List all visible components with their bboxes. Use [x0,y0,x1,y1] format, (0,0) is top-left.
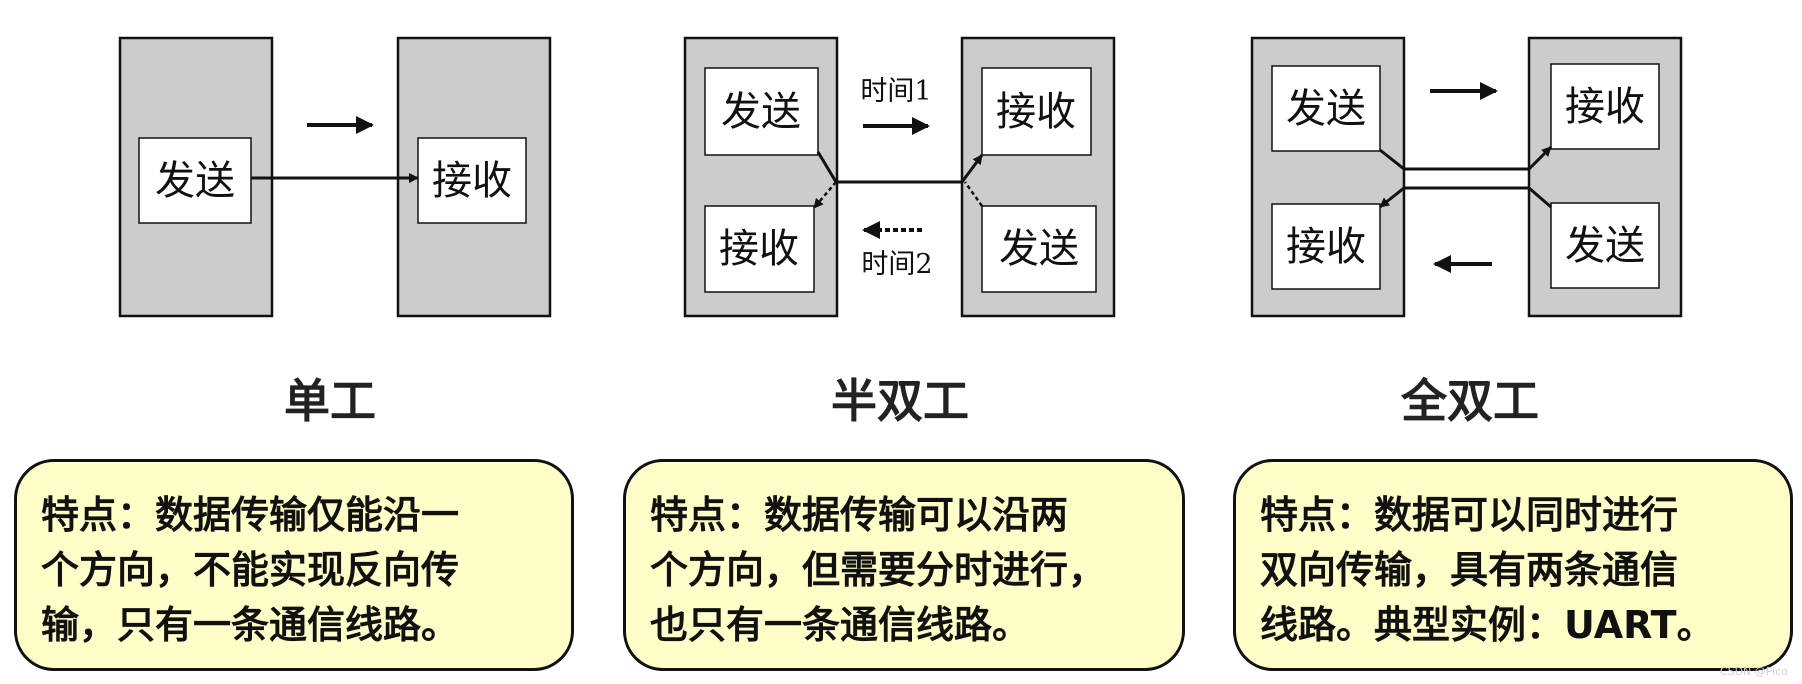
simplex-desc-line-1: 特点：数据传输仅能沿一 [41,493,460,537]
time1-label: 时间1 [860,76,931,107]
full-duplex-left-receive-label: 接收 [1286,224,1366,270]
full-duplex-left-send-label: 发送 [1286,86,1366,132]
half-duplex-diagram: 发送 接收 接收 发送 时间1 时间2 [683,36,1116,318]
full-duplex-right-receive-box [1550,63,1660,150]
simplex-receive-label: 接收 [432,158,512,204]
simplex-diagram: 发送 接收 [118,36,552,318]
half-duplex-right-receive-box [981,67,1092,156]
half-duplex-desc-line-1: 特点：数据传输可以沿两 [650,493,1069,537]
full-duplex-title: 全双工 [1400,374,1539,428]
half-duplex-left-send-box [704,67,819,156]
half-duplex-title: 半双工 [831,374,969,428]
simplex-receive-box [417,137,527,224]
full-duplex-left-send-box [1271,65,1381,152]
full-duplex-return-line [1379,186,1552,209]
full-duplex-right-send-label: 发送 [1565,223,1645,269]
simplex-desc-line-3: 输，只有一条通信线路。 [41,603,460,647]
simplex-send-label: 发送 [155,158,235,204]
half-duplex-left-send-label: 发送 [721,89,801,135]
simplex-send-box [138,137,252,224]
half-duplex-desc-line-2: 个方向，但需要分时进行， [650,548,1107,592]
half-duplex-left-receive-box [704,205,815,293]
full-duplex-desc-line-3: 线路。典型实例：UART。 [1260,603,1715,647]
half-duplex-desc-line-3: 也只有一条通信线路。 [650,603,1031,647]
half-duplex-return-line [963,181,984,207]
watermark: CSDN @Pico [1719,665,1788,678]
simplex-desc-line-2: 个方向，不能实现反向传 [41,548,460,592]
simplex-description: 特点：数据传输仅能沿一 个方向，不能实现反向传 输，只有一条通信线路。 [14,459,574,671]
time2-label: 时间2 [861,249,932,280]
half-duplex-right-send-box [981,205,1097,293]
half-duplex-description: 特点：数据传输可以沿两 个方向，但需要分时进行， 也只有一条通信线路。 [623,459,1185,671]
full-duplex-right-receive-label: 接收 [1565,84,1645,130]
full-duplex-left-receive-box [1271,203,1381,290]
half-duplex-right-receive-label: 接收 [996,89,1076,135]
full-duplex-desc-line-1: 特点：数据可以同时进行 [1260,493,1679,537]
full-duplex-description: 特点：数据可以同时进行 双向传输，具有两条通信 线路。典型实例：UART。 [1233,459,1793,671]
simplex-title: 单工 [284,374,376,428]
half-duplex-left-receive-label: 接收 [719,226,799,272]
half-duplex-right-send-label: 发送 [999,226,1079,272]
full-duplex-right-send-box [1550,202,1660,289]
full-duplex-forward-line [1379,145,1553,171]
half-duplex-shared-line [816,151,984,184]
full-duplex-desc-line-2: 双向传输，具有两条通信 [1260,548,1679,592]
full-duplex-diagram: 发送 接收 接收 发送 [1250,36,1683,318]
half-duplex-return-line-left [813,181,837,209]
